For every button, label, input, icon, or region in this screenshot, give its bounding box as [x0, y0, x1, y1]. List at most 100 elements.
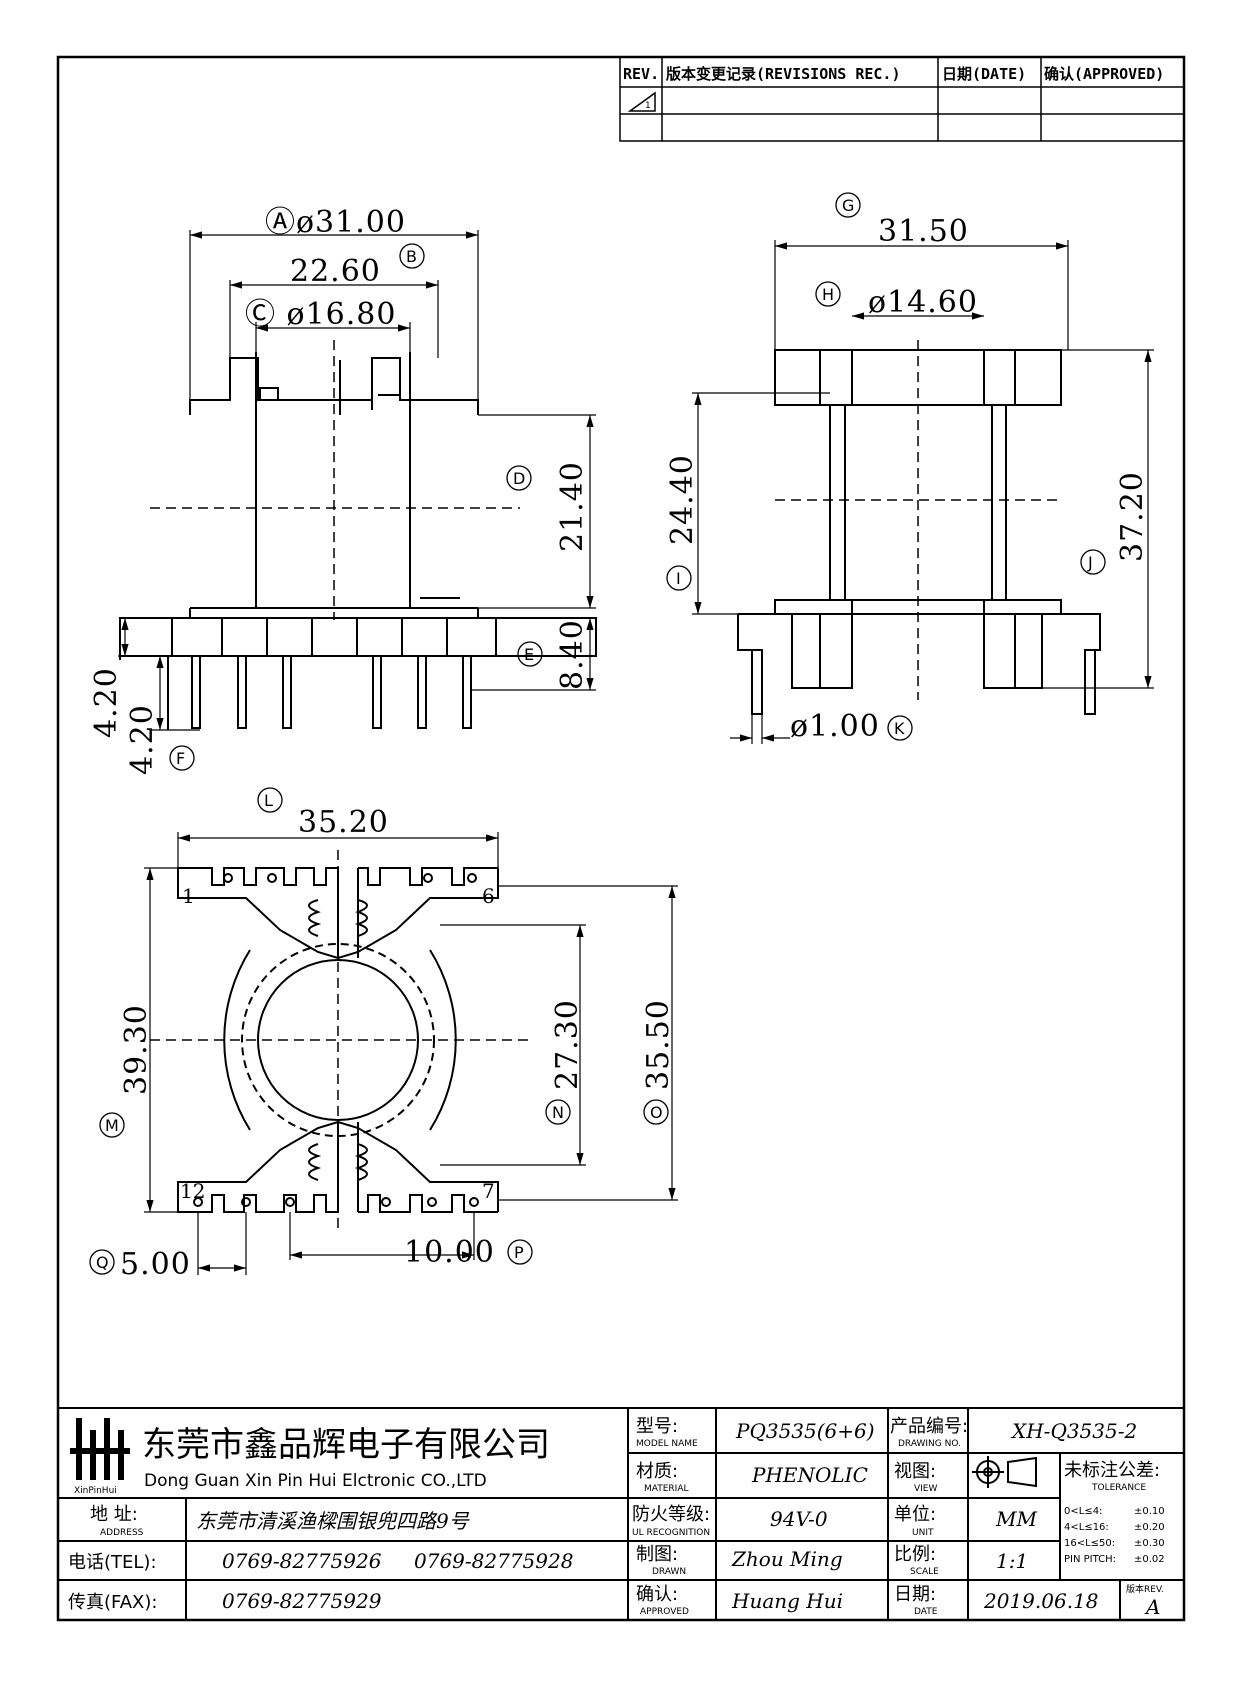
fax-value: 0769-82775929 — [222, 1589, 382, 1613]
dim-n-tag-circle — [545, 1099, 571, 1125]
dim-a-label: Ⓐø31.00 — [265, 205, 406, 240]
dim-j-tag-circle — [1080, 549, 1106, 575]
dim-i-tag-circle — [666, 565, 692, 591]
company-logo — [70, 1418, 130, 1480]
tolerance-value-2: ±0.20 — [1134, 1522, 1165, 1533]
dim-g-tag-circle — [835, 192, 861, 218]
scale-label: 比例: — [894, 1544, 936, 1565]
dim-left-bottom-value: 4.20 — [125, 704, 160, 775]
rev-label: 版本REV. — [1126, 1583, 1164, 1595]
dim-l-value: 35.20 — [298, 805, 389, 840]
dim-g-value: 31.50 — [878, 214, 969, 249]
flame-value: 94V-0 — [770, 1507, 828, 1531]
drawing-no-value: XH-Q3535-2 — [1010, 1419, 1137, 1443]
company-name-cn: 东莞市鑫品辉电子有限公司 — [142, 1425, 550, 1465]
address-label: 地 址: — [90, 1504, 138, 1525]
dim-p-value: 10.00 — [404, 1235, 495, 1270]
bottom-view-dim-lines — [144, 832, 678, 1275]
front-view-centerlines — [775, 340, 1060, 700]
dim-h-tag: H — [822, 285, 834, 304]
tolerance-title-en: TOLERANCE — [1091, 1483, 1146, 1493]
dim-left-top-value: 4.20 — [89, 667, 124, 738]
dim-m-value: 39.30 — [119, 1004, 154, 1095]
material-label-en: MATERIAL — [644, 1484, 689, 1494]
tel-value-2: 0769-82775928 — [414, 1549, 573, 1573]
drawing-no-label: 产品编号: — [890, 1416, 968, 1437]
dim-i-tag: I — [676, 569, 681, 588]
address-label-en: ADDRESS — [100, 1528, 144, 1538]
tolerance-range-4: PIN PITCH: — [1064, 1554, 1116, 1565]
rev-value: A — [1144, 1595, 1160, 1619]
approved-label: 确认: — [636, 1584, 678, 1605]
dim-d-tag: D — [513, 469, 525, 488]
scale-value: 1:1 — [996, 1549, 1028, 1573]
side-view-centerlines — [150, 340, 520, 620]
drawing-no-label-en: DRAWING NO. — [898, 1439, 961, 1449]
dim-b-value: 22.60 — [290, 254, 381, 289]
company-name-en: Dong Guan Xin Pin Hui Elctronic CO.,LTD — [144, 1471, 487, 1491]
tolerance-range-2: 4<L≤16: — [1064, 1522, 1109, 1533]
material-label: 材质: — [636, 1461, 678, 1482]
dim-o-tag-circle — [643, 1099, 669, 1125]
dim-d-value: 21.40 — [555, 461, 590, 552]
dim-e-tag-circle — [517, 641, 543, 667]
revision-mark: 1 — [645, 101, 651, 111]
revision-triangle-icon — [627, 91, 656, 112]
dim-j-tag: J — [1087, 553, 1093, 572]
unit-label: 单位: — [894, 1504, 936, 1525]
dim-d-tag-circle — [506, 465, 532, 491]
revision-table — [619, 56, 1185, 142]
front-view-dim-lines — [692, 240, 1154, 744]
dim-m-tag: M — [105, 1116, 119, 1135]
dim-p-tag: P — [514, 1243, 524, 1262]
unit-label-en: UNIT — [912, 1528, 934, 1538]
dim-l-tag-circle — [257, 787, 283, 813]
bottom-view-centerlines — [150, 850, 530, 1230]
side-view-dim-lines — [118, 230, 596, 731]
drawn-label-en: DRAWN — [652, 1567, 686, 1577]
dim-h-value: ø14.60 — [868, 285, 978, 320]
flame-label-en: UL RECOGNITION — [632, 1528, 710, 1538]
dim-e-value: 8.40 — [555, 619, 590, 690]
pin-6-label: 6 — [482, 884, 495, 908]
flame-label: 防火等级: — [632, 1504, 710, 1525]
drawn-label: 制图: — [636, 1544, 678, 1565]
tolerance-table: 0<L≤4: ±0.10 4<L≤16: ±0.20 16<L≤50: ±0.3… — [1064, 1506, 1165, 1565]
fax-label: 传真(FAX): — [68, 1592, 157, 1613]
drawn-value: Zhou Ming — [731, 1547, 843, 1571]
approved-value: Huang Hui — [731, 1589, 843, 1613]
dim-j-value: 37.20 — [1115, 471, 1150, 562]
dim-f-tag: F — [176, 749, 185, 768]
dim-i-value: 24.40 — [665, 454, 700, 545]
scale-label-en: SCALE — [910, 1567, 939, 1577]
rev-header: REV. — [623, 65, 659, 83]
bottom-view — [177, 867, 499, 1213]
dim-b-tag: B — [406, 247, 417, 266]
approved-label-en: APPROVED — [640, 1607, 689, 1617]
dim-g-tag: G — [842, 196, 854, 215]
projection-symbol-icon — [972, 1456, 1037, 1488]
dim-q-value: 5.00 — [120, 1247, 191, 1282]
view-label: 视图: — [894, 1461, 936, 1482]
pin-12-label: 12 — [180, 1179, 205, 1203]
title-block-grid — [57, 1407, 1185, 1621]
model-label: 型号: — [636, 1416, 678, 1437]
tolerance-value-1: ±0.10 — [1134, 1506, 1165, 1517]
tolerance-range-1: 0<L≤4: — [1064, 1506, 1102, 1517]
dim-k-tag-circle — [887, 715, 913, 741]
date-label: 日期: — [894, 1584, 936, 1605]
dim-q-tag: Q — [96, 1253, 109, 1272]
dim-e-tag: E — [524, 645, 534, 664]
revisions-header: 版本变更记录(REVISIONS REC.) — [666, 65, 901, 83]
logo-text: XinPinHui — [74, 1486, 117, 1496]
tel-label: 电话(TEL): — [68, 1552, 157, 1573]
model-label-en: MODEL NAME — [636, 1439, 698, 1449]
dim-c-label: Ⓒ ø16.80 — [245, 297, 396, 332]
tolerance-value-3: ±0.30 — [1134, 1538, 1165, 1549]
address-value: 东莞市清溪渔樑围银兜四路9号 — [196, 1509, 470, 1533]
dim-k-tag: K — [894, 719, 905, 738]
front-view — [737, 349, 1101, 715]
date-label-en: DATE — [914, 1607, 938, 1617]
dim-h-tag-circle — [815, 281, 841, 307]
